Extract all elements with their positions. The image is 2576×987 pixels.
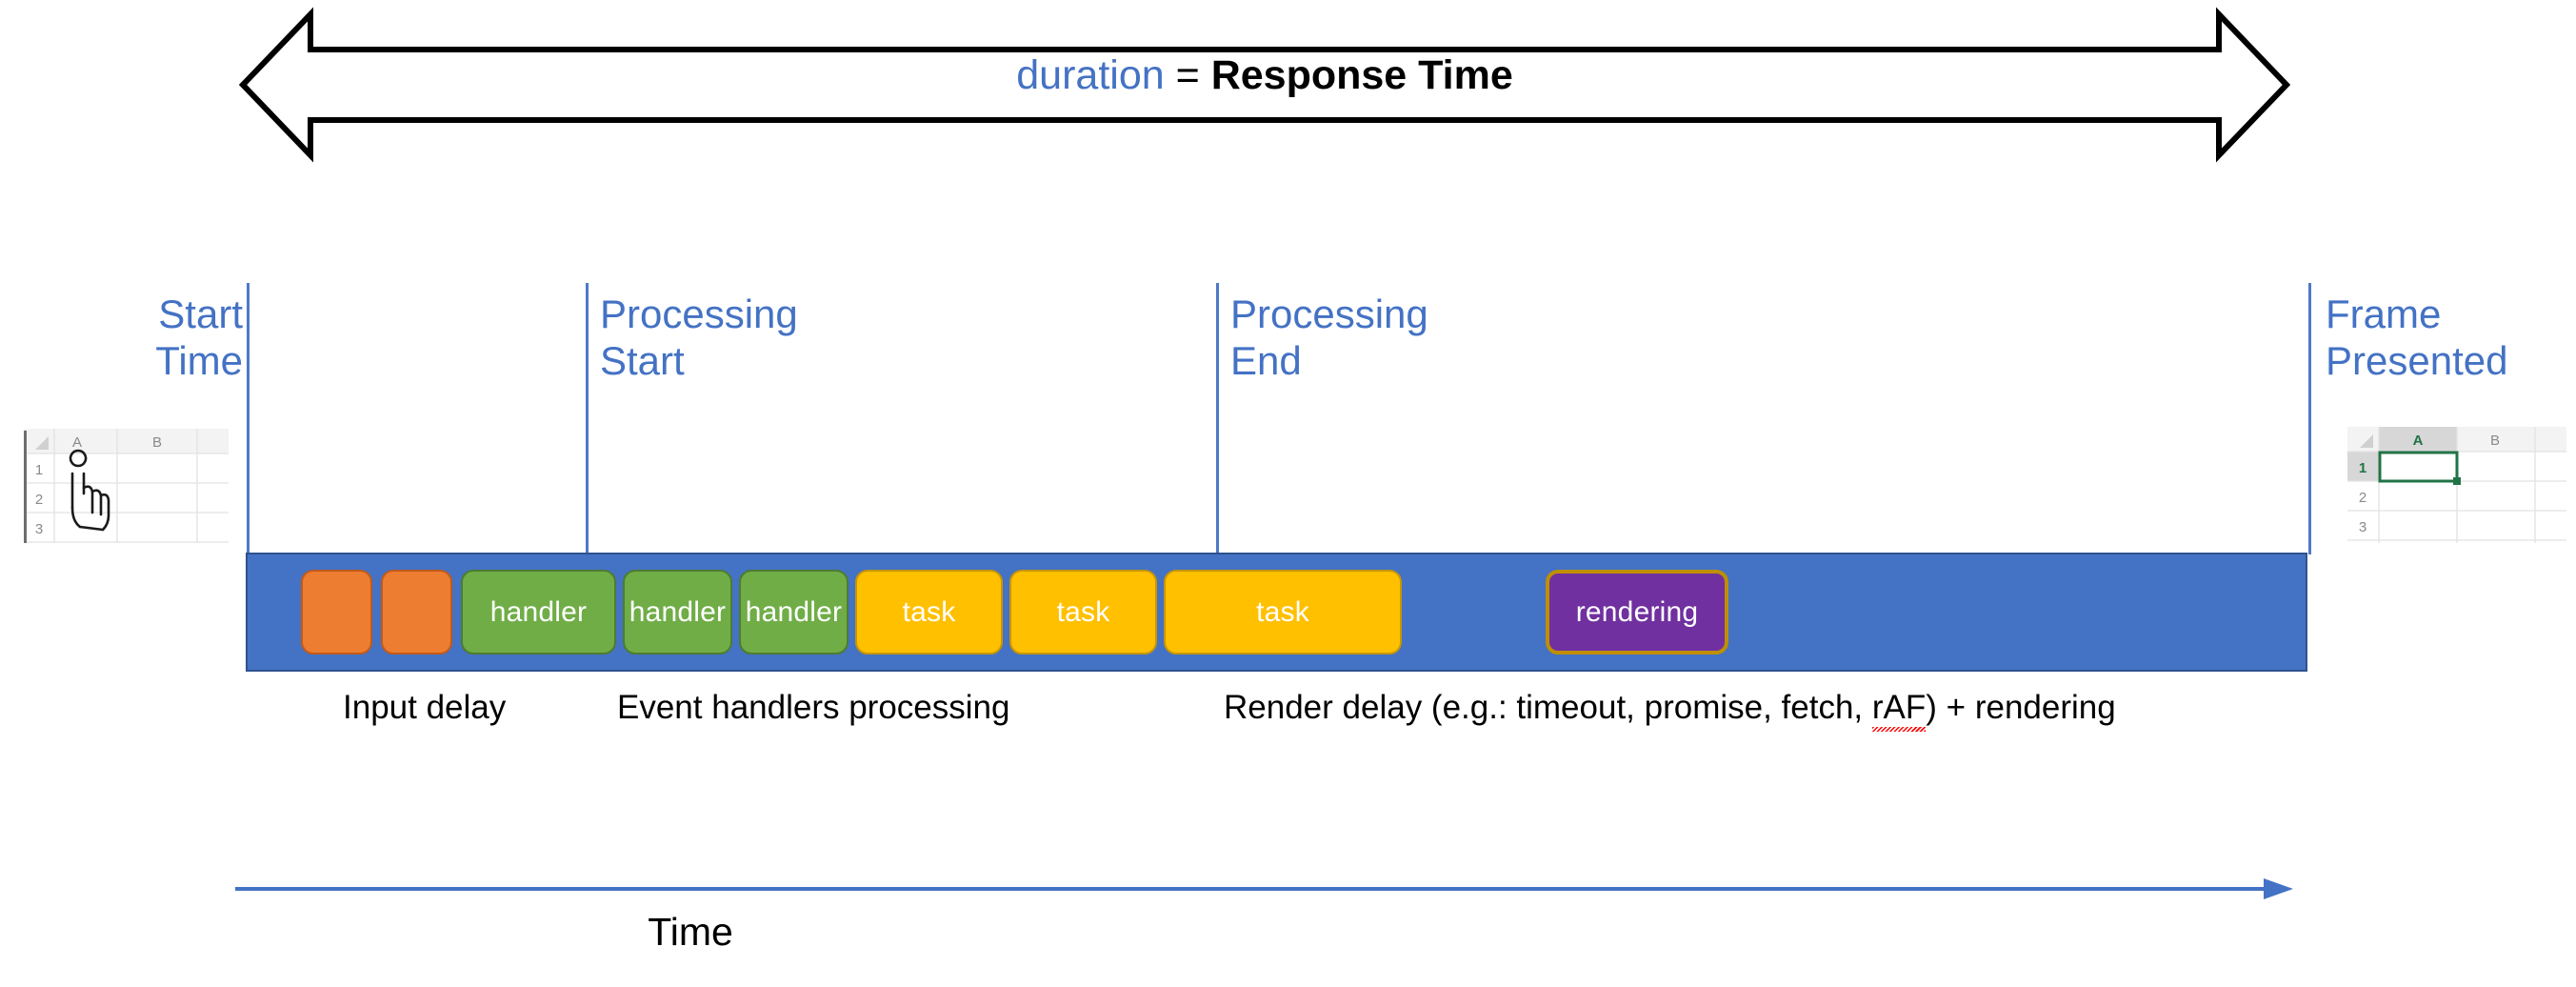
handler-block-2[interactable]: handler [623, 570, 732, 655]
svg-text:A: A [2413, 433, 2424, 449]
timeline-track: handler handler handler task task task r… [246, 553, 2307, 672]
svg-text:3: 3 [35, 521, 43, 537]
handler-block-3[interactable]: handler [739, 570, 849, 655]
duration-keyword: duration [1016, 52, 1165, 98]
marker-line-start-time [247, 283, 250, 554]
duration-double-arrow [238, 7, 2291, 163]
svg-text:2: 2 [35, 492, 43, 508]
label-processing-start: Processing Start [600, 292, 798, 384]
label-frame-presented: Frame Presented [2326, 292, 2508, 384]
marker-line-processing-start [586, 283, 589, 554]
time-axis-label: Time [648, 910, 733, 954]
task-block-2[interactable]: task [1009, 570, 1157, 655]
handler-block-1[interactable]: handler [461, 570, 616, 655]
task-block-1[interactable]: task [855, 570, 1003, 655]
duration-emphasis: Response Time [1210, 52, 1513, 98]
rendering-block[interactable]: rendering [1546, 570, 1728, 655]
caption-input-delay: Input delay [343, 689, 507, 726]
label-start-time: Start Time [155, 292, 243, 384]
caption-event-handlers: Event handlers processing [617, 689, 1010, 726]
caption-render-delay-before: Render delay (e.g.: timeout, promise, fe… [1224, 689, 1872, 726]
spreadsheet-thumbnail-start: A B 1 2 3 [24, 429, 229, 543]
label-processing-end: Processing End [1230, 292, 1428, 384]
svg-text:2: 2 [2359, 490, 2366, 506]
caption-render-delay: Render delay (e.g.: timeout, promise, fe… [1224, 689, 2116, 732]
spreadsheet-start-svg: A B 1 2 3 [24, 429, 229, 543]
svg-text:A: A [72, 434, 82, 451]
caption-render-delay-misspelled: rAF [1871, 689, 1927, 732]
input-delay-block-2[interactable] [381, 570, 452, 655]
input-delay-block-1[interactable] [301, 570, 372, 655]
task-block-3[interactable]: task [1164, 570, 1402, 655]
caption-render-delay-after: ) + rendering [1926, 689, 2116, 726]
spreadsheet-frame-svg: A B 1 2 3 [2347, 427, 2566, 543]
marker-line-processing-end [1216, 283, 1219, 554]
svg-text:3: 3 [2359, 519, 2366, 535]
marker-line-frame-presented [2308, 283, 2311, 554]
svg-text:1: 1 [2359, 460, 2366, 476]
svg-text:B: B [152, 434, 162, 451]
spreadsheet-thumbnail-frame: A B 1 2 3 [2347, 427, 2566, 543]
duration-title: duration = Response Time [236, 52, 2293, 98]
duration-equals: = [1164, 52, 1211, 98]
svg-text:B: B [2490, 433, 2500, 449]
time-axis-arrow [235, 878, 2293, 899]
svg-text:1: 1 [35, 462, 43, 478]
